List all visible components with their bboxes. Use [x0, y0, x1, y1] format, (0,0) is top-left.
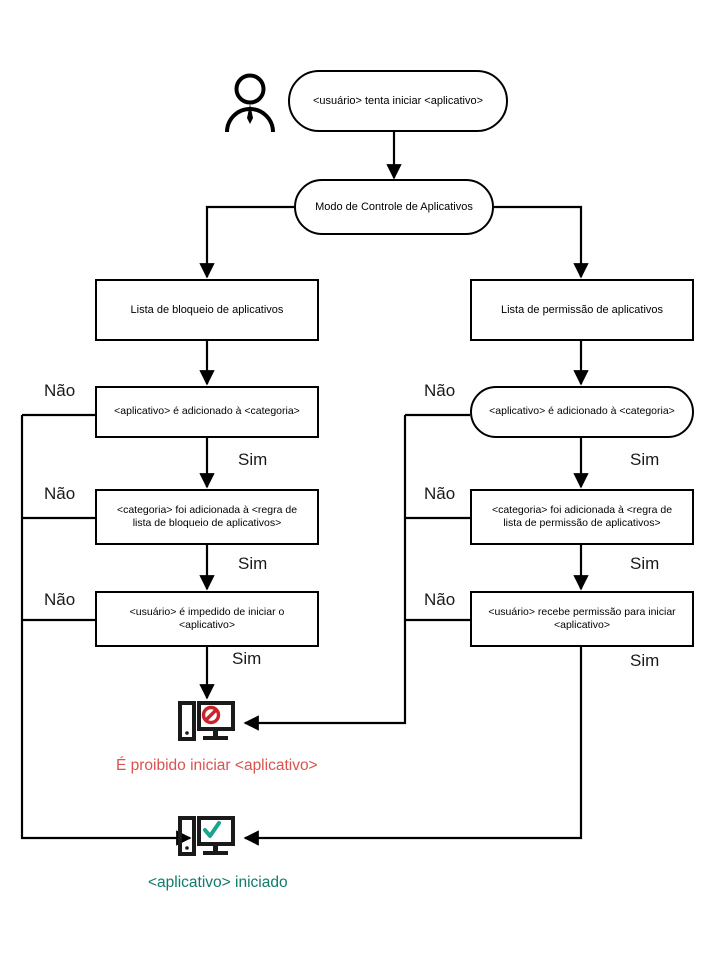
node-block-category-in-rule-label: <categoria> foi adicionada à <regra de l…	[116, 503, 298, 529]
node-allow-category-in-rule[interactable]: <categoria> foi adicionada à <regra de l…	[470, 489, 694, 545]
edge-label-right-nao-2: Não	[424, 484, 456, 503]
node-allow-list[interactable]: Lista de permissão de aplicativos	[470, 279, 694, 341]
node-app-control-mode-label: Modo de Controle de Aplicativos	[315, 200, 473, 213]
edge-label-right-nao-1: Não	[424, 381, 456, 400]
node-user-granted-label: <usuário> recebe permissão para iniciar …	[488, 605, 676, 631]
person-icon	[222, 72, 278, 134]
node-block-app-in-category[interactable]: <aplicativo> é adicionado à <categoria>	[95, 386, 319, 438]
computer-allowed-icon	[178, 815, 236, 863]
edge-label-right-nao-3: Não	[424, 590, 456, 609]
outcome-allowed-caption: <aplicativo> iniciado	[148, 874, 288, 891]
node-start-label: <usuário> tenta iniciar <aplicativo>	[313, 94, 483, 107]
node-allow-list-label: Lista de permissão de aplicativos	[500, 303, 664, 316]
node-allow-app-in-category-label: <aplicativo> é adicionado à <categoria>	[489, 405, 675, 418]
node-block-category-in-rule[interactable]: <categoria> foi adicionada à <regra de l…	[95, 489, 319, 545]
node-start[interactable]: <usuário> tenta iniciar <aplicativo>	[288, 70, 508, 132]
computer-blocked-icon	[178, 700, 236, 748]
edge-label-left-nao-2: Não	[44, 484, 76, 503]
node-app-control-mode[interactable]: Modo de Controle de Aplicativos	[294, 179, 494, 235]
node-user-denied-label: <usuário> é impedido de iniciar o <aplic…	[129, 605, 285, 631]
node-allow-category-in-rule-label: <categoria> foi adicionada à <regra de l…	[491, 503, 673, 529]
edge-label-left-sim-2: Sim	[238, 554, 268, 573]
edge-label-right-sim-1: Sim	[630, 450, 660, 469]
edge-label-right-sim-3: Sim	[630, 651, 660, 670]
node-block-list[interactable]: Lista de bloqueio de aplicativos	[95, 279, 319, 341]
outcome-denied-caption: É proibido iniciar <aplicativo>	[116, 757, 318, 774]
edge-label-left-sim-1: Sim	[238, 450, 268, 469]
node-block-app-in-category-label: <aplicativo> é adicionado à <categoria>	[114, 405, 300, 418]
edge-label-left-nao-1: Não	[44, 381, 76, 400]
edge-label-left-nao-3: Não	[44, 590, 76, 609]
node-user-granted[interactable]: <usuário> recebe permissão para iniciar …	[470, 591, 694, 647]
node-allow-app-in-category[interactable]: <aplicativo> é adicionado à <categoria>	[470, 386, 694, 438]
edge-label-right-sim-2: Sim	[630, 554, 660, 573]
edge-label-left-sim-3: Sim	[232, 649, 262, 668]
node-block-list-label: Lista de bloqueio de aplicativos	[130, 303, 284, 316]
node-user-denied[interactable]: <usuário> é impedido de iniciar o <aplic…	[95, 591, 319, 647]
